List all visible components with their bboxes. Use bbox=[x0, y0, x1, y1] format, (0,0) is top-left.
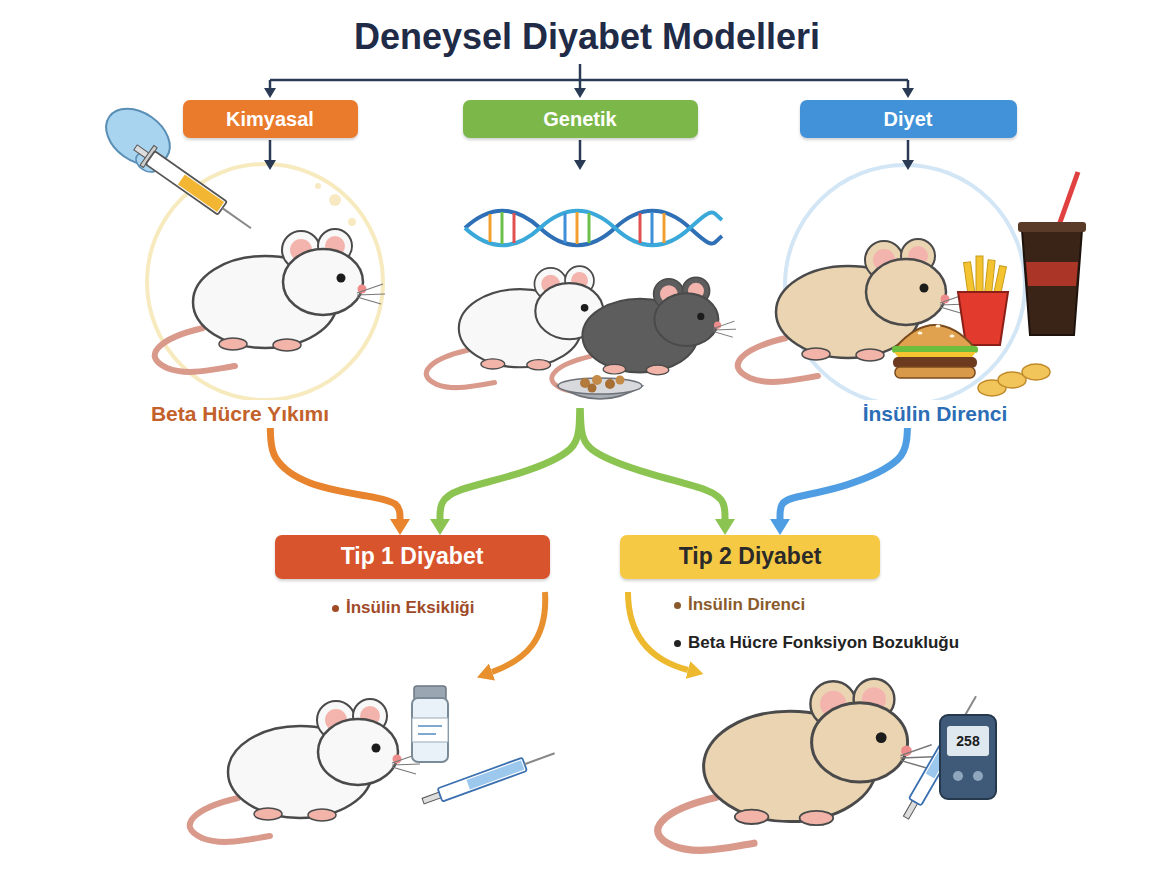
chemical-model-illustration bbox=[348, 218, 356, 226]
bullet-text: İnsülin Direnci bbox=[672, 594, 805, 616]
food-bowl bbox=[605, 379, 615, 389]
insulin-vial bbox=[418, 733, 436, 735]
box-label: Diyet bbox=[884, 107, 933, 131]
insulin-vial bbox=[412, 686, 448, 762]
cola-cup bbox=[1018, 172, 1086, 335]
diet-model-illustration bbox=[738, 138, 1086, 405]
chemical-model-illustration bbox=[155, 229, 385, 372]
burger bbox=[918, 332, 923, 335]
chemical-model-illustration bbox=[329, 194, 341, 206]
title-bracket bbox=[907, 80, 910, 88]
chips bbox=[1022, 364, 1050, 380]
cola-cup bbox=[1058, 172, 1078, 228]
syringe bbox=[422, 792, 441, 804]
genetic-model-illustration bbox=[639, 213, 642, 243]
insulin-vial bbox=[412, 698, 448, 762]
syringe-hand bbox=[222, 208, 251, 228]
genetic-model-illustration bbox=[426, 138, 736, 408]
type1-illustration bbox=[190, 699, 420, 842]
box-label: Genetik bbox=[543, 107, 616, 131]
genetic-model-illustration bbox=[564, 213, 567, 243]
syringe bbox=[421, 747, 557, 808]
syringe bbox=[525, 753, 555, 764]
title-bracket bbox=[269, 80, 272, 88]
diabetes-type-box: Tip 2 Diyabetİnsülin DirenciBeta Hücre F… bbox=[620, 535, 880, 579]
bullet-text: İnsülin Eksikliği bbox=[330, 597, 474, 619]
title-bracket bbox=[270, 64, 908, 88]
insulin-vial bbox=[412, 718, 448, 742]
food-bowl bbox=[558, 375, 642, 399]
food-bowl bbox=[592, 375, 602, 385]
cola-cup bbox=[1022, 230, 1082, 335]
burger bbox=[892, 346, 978, 353]
chemical-model-illustration bbox=[315, 183, 321, 189]
box-label: Kimyasal bbox=[226, 107, 314, 131]
burger bbox=[892, 325, 978, 379]
bullet-text: Beta Hücre Fonksiyon Bozukluğu bbox=[672, 632, 959, 654]
model-box: Diyet bbox=[800, 100, 1017, 138]
fries bbox=[958, 256, 1008, 345]
food-bowl bbox=[588, 384, 597, 393]
food-bowl bbox=[616, 376, 625, 385]
model-box: Kimyasal bbox=[183, 100, 358, 138]
box-label: Tip 1 Diyabet bbox=[341, 543, 484, 571]
glucometer bbox=[947, 726, 989, 756]
genetic-model-illustration bbox=[663, 213, 666, 243]
type1-illustration bbox=[492, 592, 545, 672]
type2-illustration bbox=[628, 592, 996, 850]
model-box: Genetik bbox=[463, 100, 698, 138]
syringe-hand bbox=[146, 151, 227, 215]
chips bbox=[978, 364, 1050, 396]
type1-illustration bbox=[190, 592, 557, 842]
genetic-model-illustration bbox=[579, 140, 582, 160]
glucometer bbox=[940, 715, 996, 799]
genetic-model-illustration bbox=[552, 277, 736, 391]
effect-label: İnsülin Direnci bbox=[857, 400, 1014, 428]
cola-cup bbox=[1026, 262, 1078, 286]
cola-cup bbox=[1018, 222, 1086, 232]
burger bbox=[950, 335, 955, 338]
glucometer bbox=[953, 771, 963, 781]
burger bbox=[895, 325, 975, 348]
effect-label: Beta Hücre Yıkımı bbox=[145, 400, 335, 428]
genetic-model-illustration bbox=[501, 212, 504, 244]
diabetes-type-box: Tip 1 Diyabetİnsülin Eksikliği bbox=[275, 535, 550, 579]
title-bracket bbox=[270, 79, 908, 82]
genetic-model-illustration bbox=[576, 212, 579, 244]
box-label: Tip 2 Diyabet bbox=[679, 543, 822, 571]
genetic-model-illustration bbox=[489, 214, 492, 242]
type2-illustration bbox=[658, 679, 934, 851]
burger bbox=[895, 367, 975, 378]
genetic-model-illustration bbox=[465, 211, 722, 246]
title-bracket bbox=[579, 64, 582, 88]
diagram-title: Deneysel Diyabet Modelleri bbox=[0, 14, 1174, 60]
chemical-model-illustration bbox=[269, 140, 272, 160]
genetic-model-illustration bbox=[651, 212, 654, 244]
genetic-model-illustration bbox=[513, 213, 516, 243]
glucometer bbox=[973, 771, 983, 781]
syringe-hand bbox=[178, 175, 224, 212]
meter-reading: 258 bbox=[950, 727, 985, 755]
genetic-model-illustration bbox=[588, 213, 591, 243]
burger bbox=[936, 325, 941, 328]
chemical-model-illustration bbox=[96, 97, 385, 402]
genetic-model-illustration bbox=[465, 211, 722, 246]
diet-model-illustration bbox=[907, 140, 910, 160]
syringe bbox=[438, 758, 527, 802]
genetic-model-illustration bbox=[490, 212, 664, 244]
glucometer bbox=[940, 715, 996, 799]
syringe bbox=[466, 760, 524, 789]
insulin-vial bbox=[418, 725, 442, 727]
